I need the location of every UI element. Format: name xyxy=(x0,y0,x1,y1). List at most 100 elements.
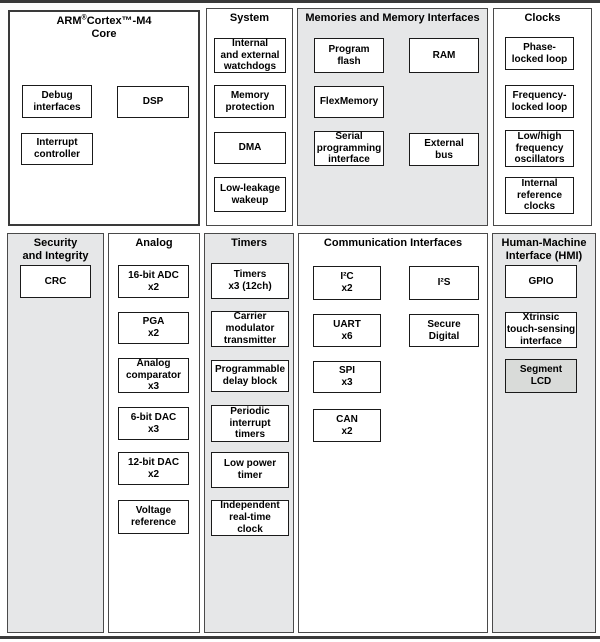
block-frequency-locked-loop: Frequency-locked loop xyxy=(505,85,574,118)
panel-title-timers: Timers xyxy=(231,237,267,249)
top-border-rule xyxy=(0,0,600,3)
registered-mark: ® xyxy=(81,14,87,22)
block-flexmemory: FlexMemory xyxy=(314,86,384,118)
arm-title-line2: Core xyxy=(91,27,117,40)
panel-title-arm-core: ARM®Cortex™-M4 Core xyxy=(10,14,198,40)
arm-title-post: Cortex™-M4 xyxy=(86,15,152,27)
block-label: Frequency-locked loop xyxy=(511,89,568,113)
block-label: Phase-locked loop xyxy=(511,41,568,65)
block-label: CRC xyxy=(44,275,67,287)
block-label: I²S xyxy=(437,277,451,289)
bottom-border-rule xyxy=(0,636,600,639)
panel-title-clocks: Clocks xyxy=(524,12,561,24)
panel-title-system: System xyxy=(229,12,270,24)
panel-title-memories: Memories and Memory Interfaces xyxy=(305,12,480,24)
block-label: GPIO xyxy=(528,275,554,287)
panel-clocks: Clocks Phase-locked loop Frequency-locke… xyxy=(493,8,592,226)
block-label: DSP xyxy=(142,96,164,108)
block-label: FlexMemory xyxy=(319,96,379,108)
block-dsp: DSP xyxy=(117,86,189,118)
panel-title-analog: Analog xyxy=(135,237,173,249)
arm-title-pre: ARM xyxy=(56,15,82,27)
block-i2s: I²S xyxy=(409,266,479,300)
block-crc: CRC xyxy=(20,265,91,298)
block-gpio: GPIO xyxy=(505,265,577,298)
block-ram: RAM xyxy=(409,38,479,73)
block-label: DMA xyxy=(238,142,262,154)
block-dma: DMA xyxy=(214,132,286,164)
panel-title-communication: Communication Interfaces xyxy=(323,237,463,249)
block-label: RAM xyxy=(432,49,456,61)
block-phase-locked-loop: Phase-locked loop xyxy=(505,37,574,70)
